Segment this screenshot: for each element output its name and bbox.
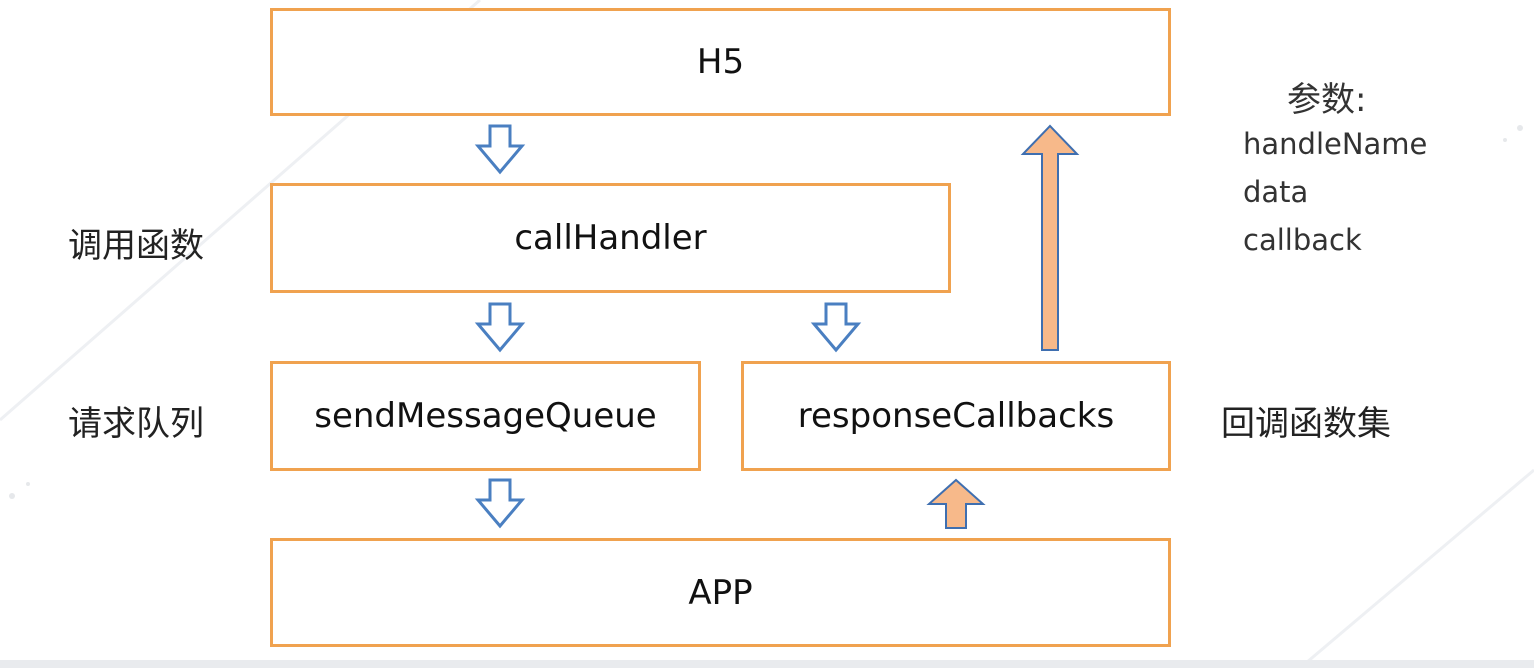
param-item: handleName (1243, 127, 1428, 161)
bottom-bar (0, 660, 1534, 668)
up-arrow-icon (1020, 124, 1080, 351)
request-queue-label: 请求队列 (68, 404, 204, 444)
down-arrow-icon (474, 478, 526, 529)
send-message-queue-box: sendMessageQueue (270, 361, 701, 471)
app-box: APP (270, 538, 1171, 647)
up-arrow-icon (926, 478, 986, 529)
call-function-label: 调用函数 (68, 226, 204, 266)
call-handler-box: callHandler (270, 183, 951, 293)
callback-set-label: 回调函数集 (1221, 404, 1391, 444)
param-item: data (1243, 175, 1309, 209)
down-arrow-icon (474, 302, 526, 353)
params-block: 参数: handleName data callback (1243, 80, 1427, 264)
params-title: 参数: (1287, 80, 1367, 120)
down-arrow-icon (810, 302, 862, 353)
param-item: callback (1243, 223, 1362, 257)
h5-box: H5 (270, 8, 1171, 116)
response-callbacks-box: responseCallbacks (741, 361, 1171, 471)
down-arrow-icon (474, 124, 526, 175)
